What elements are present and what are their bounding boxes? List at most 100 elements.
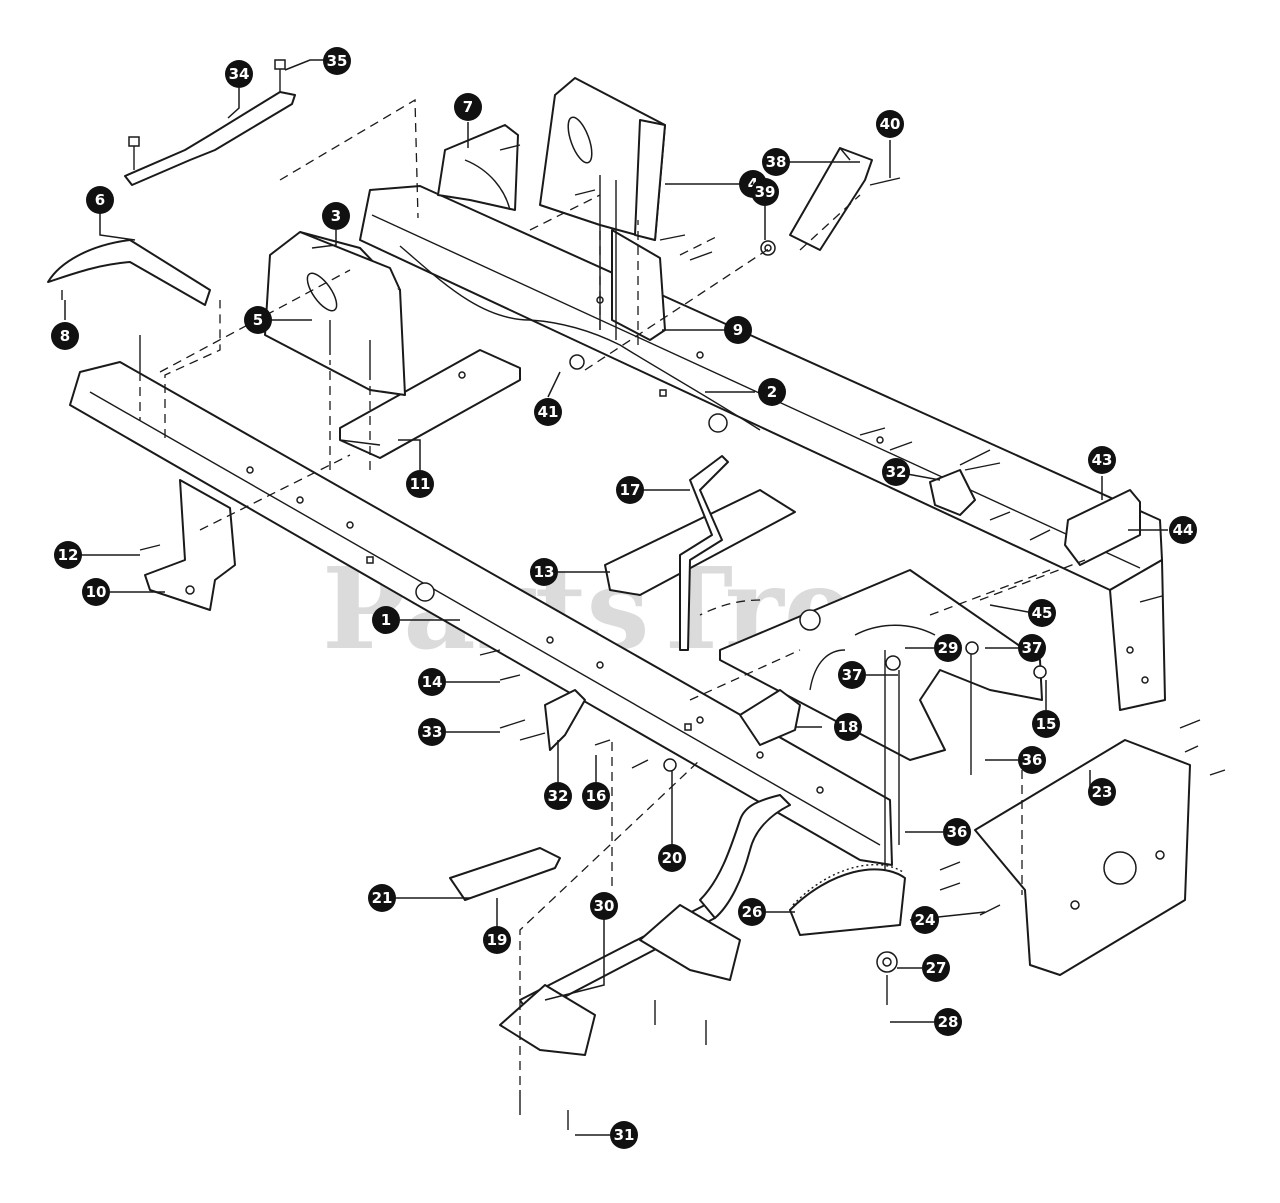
callout-36-upper: 36	[1018, 746, 1046, 774]
svg-text:36: 36	[947, 823, 968, 841]
bracket-43	[1064, 489, 1141, 566]
callout-26: 26	[738, 898, 766, 926]
callout-6: 6	[86, 186, 114, 214]
sector-gear-26	[789, 864, 906, 936]
svg-text:15: 15	[1036, 715, 1057, 733]
svg-text:43: 43	[1092, 451, 1113, 469]
svg-text:24: 24	[915, 911, 936, 929]
callout-21: 21	[368, 884, 396, 912]
bracket-4	[539, 77, 666, 241]
svg-text:17: 17	[620, 481, 641, 499]
svg-text:12: 12	[58, 546, 79, 564]
svg-text:45: 45	[1032, 604, 1053, 622]
callout-33: 33	[418, 718, 446, 746]
callout-36-lower: 36	[943, 818, 971, 846]
callout-8: 8	[51, 322, 79, 350]
callout-18: 18	[834, 713, 862, 741]
callout-12: 12	[54, 541, 82, 569]
shaft-30	[499, 794, 791, 1056]
svg-text:9: 9	[733, 321, 743, 339]
callout-32-upper: 32	[882, 458, 910, 486]
bracket-32-lower	[544, 689, 586, 751]
callout-2: 2	[758, 378, 786, 406]
callout-17: 17	[616, 476, 644, 504]
callout-24: 24	[911, 906, 939, 934]
svg-text:4: 4	[748, 175, 758, 193]
svg-text:34: 34	[229, 65, 250, 83]
callout-38: 38	[762, 148, 790, 176]
bracket-10	[144, 479, 236, 611]
svg-text:2: 2	[767, 383, 777, 401]
bracket-38	[789, 147, 873, 251]
svg-text:8: 8	[60, 327, 70, 345]
callout-39: 39	[751, 178, 779, 206]
callout-37-left: 37	[838, 661, 866, 689]
callout-23: 23	[1088, 778, 1116, 806]
link-21	[449, 847, 561, 901]
svg-text:3: 3	[331, 207, 341, 225]
svg-text:27: 27	[926, 959, 947, 977]
callout-31: 31	[610, 1121, 638, 1149]
svg-text:37: 37	[842, 666, 863, 684]
plate-34	[124, 91, 296, 186]
brace-6	[47, 239, 211, 306]
svg-text:6: 6	[95, 191, 105, 209]
svg-text:23: 23	[1092, 783, 1113, 801]
callout-41: 41	[534, 398, 562, 426]
svg-text:29: 29	[938, 639, 959, 657]
callout-45: 45	[1028, 599, 1056, 627]
fasteners	[61, 59, 1226, 1130]
svg-text:37: 37	[1022, 639, 1043, 657]
lever-17	[679, 455, 729, 651]
svg-text:32: 32	[548, 787, 569, 805]
callout-15: 15	[1032, 710, 1060, 738]
callout-14: 14	[418, 668, 446, 696]
frame-rail-left	[69, 361, 893, 866]
svg-text:11: 11	[410, 475, 431, 493]
svg-text:18: 18	[838, 718, 859, 736]
callout-29: 29	[934, 634, 962, 662]
svg-text:19: 19	[487, 931, 508, 949]
plate-23	[974, 739, 1191, 976]
bracket-32-upper	[929, 469, 976, 516]
callout-11: 11	[406, 470, 434, 498]
callout-34: 34	[225, 60, 253, 88]
svg-text:35: 35	[327, 52, 348, 70]
bracket-3	[264, 231, 406, 396]
callout-16: 16	[582, 782, 610, 810]
callout-27: 27	[922, 954, 950, 982]
callout-30: 30	[590, 892, 618, 920]
svg-text:30: 30	[594, 897, 615, 915]
cross-member	[339, 349, 521, 459]
callout-5: 5	[244, 306, 272, 334]
callout-43: 43	[1088, 446, 1116, 474]
callout-10: 10	[82, 578, 110, 606]
svg-text:7: 7	[463, 98, 473, 116]
svg-text:39: 39	[755, 183, 776, 201]
callout-3: 3	[322, 202, 350, 230]
callout-7: 7	[454, 93, 482, 121]
svg-text:1: 1	[381, 611, 391, 629]
callout-13: 13	[530, 558, 558, 586]
svg-text:31: 31	[614, 1126, 635, 1144]
callout-9: 9	[724, 316, 752, 344]
svg-text:41: 41	[538, 403, 559, 421]
svg-text:10: 10	[86, 583, 107, 601]
bracket-7	[437, 124, 519, 211]
svg-text:38: 38	[766, 153, 787, 171]
svg-text:26: 26	[742, 903, 763, 921]
svg-text:33: 33	[422, 723, 443, 741]
callout-20: 20	[658, 844, 686, 872]
svg-text:13: 13	[534, 563, 555, 581]
callout-40: 40	[876, 110, 904, 138]
callout-35: 35	[323, 47, 351, 75]
callout-44: 44	[1169, 516, 1197, 544]
svg-text:32: 32	[886, 463, 907, 481]
callout-37-right: 37	[1018, 634, 1046, 662]
callout-32-lower: 32	[544, 782, 572, 810]
callout-1: 1	[372, 606, 400, 634]
bracket-18	[739, 689, 801, 746]
svg-text:14: 14	[422, 673, 443, 691]
callout-28: 28	[934, 1008, 962, 1036]
